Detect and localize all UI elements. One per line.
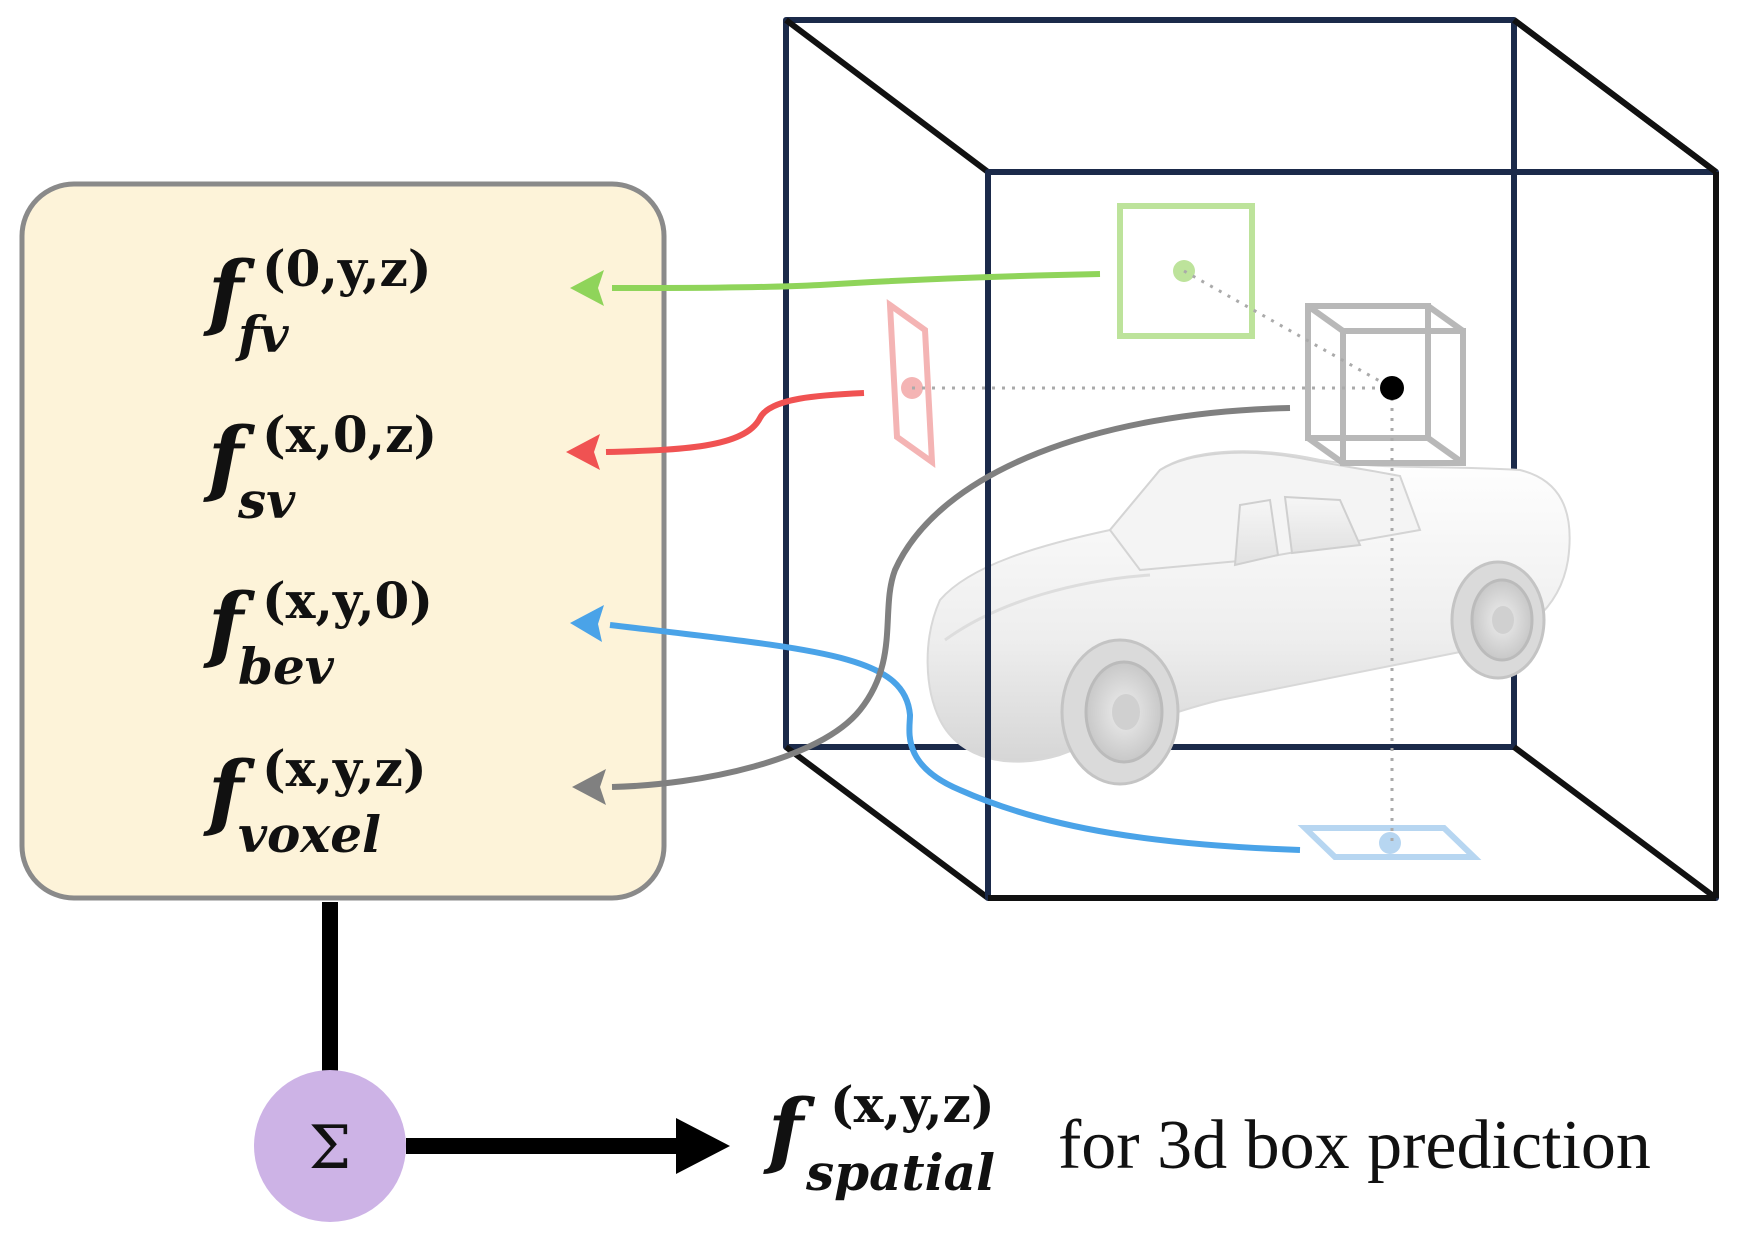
projection-guides	[912, 269, 1394, 843]
feature-fv-subscript: fv	[235, 305, 290, 364]
sum-node	[254, 1070, 406, 1222]
feature-panel: f (0,y,z) fv f (x,0,z) sv f (x,y,0) bev …	[19, 181, 667, 901]
car-model	[926, 450, 1571, 786]
feature-sv: f (x,0,z) sv	[203, 405, 437, 530]
output-arrow-head	[676, 1118, 730, 1174]
car-hood-line	[944, 573, 1151, 642]
bev-arrow-head	[570, 605, 604, 642]
car-window-rear	[1283, 495, 1362, 555]
cube-edge-bottom-right	[1512, 744, 1718, 901]
car-wheel-rear	[1450, 560, 1546, 680]
fv-arrow-head	[570, 270, 604, 306]
car-window-front	[1233, 498, 1280, 567]
sum-symbol: Σ	[309, 1113, 351, 1183]
sv-arrow-line	[605, 390, 865, 455]
feature-voxel-subscript: voxel	[238, 805, 381, 864]
output-feature-superscript: (x,y,z)	[830, 1075, 995, 1134]
side-view-plane	[886, 298, 936, 469]
feature-bev-subscript: bev	[238, 637, 335, 696]
car-wheel-front	[1060, 638, 1180, 786]
voxel-cell	[1305, 303, 1466, 466]
feature-bev-superscript: (x,y,0)	[262, 571, 433, 630]
output-feature-subscript: spatial	[805, 1143, 995, 1202]
cube-edge-bottom-left	[784, 744, 990, 901]
output-feature: f (x,y,z) spatial	[763, 1075, 995, 1202]
feature-panel-box	[19, 181, 667, 901]
bev-point	[1379, 832, 1401, 854]
voxel-arrow-line	[611, 405, 1291, 790]
voxel-center-point	[1380, 376, 1404, 400]
feature-fv-superscript: (0,y,z)	[262, 239, 432, 298]
sv-arrow-head	[566, 434, 600, 470]
feature-sv-subscript: sv	[237, 471, 296, 530]
output-caption: for 3d box prediction	[1058, 1107, 1651, 1184]
bev-plane	[1297, 825, 1482, 860]
cube-edge-top-left	[784, 17, 990, 175]
front-view-plane	[1117, 203, 1255, 339]
feature-voxel-superscript: (x,y,z)	[262, 739, 427, 798]
feature-sv-superscript: (x,0,z)	[262, 405, 437, 464]
fv-arrow-line	[611, 271, 1101, 291]
voxel-arrow-head	[572, 769, 606, 805]
cube-front	[985, 17, 1719, 901]
bev-arrow-line	[609, 622, 1301, 853]
